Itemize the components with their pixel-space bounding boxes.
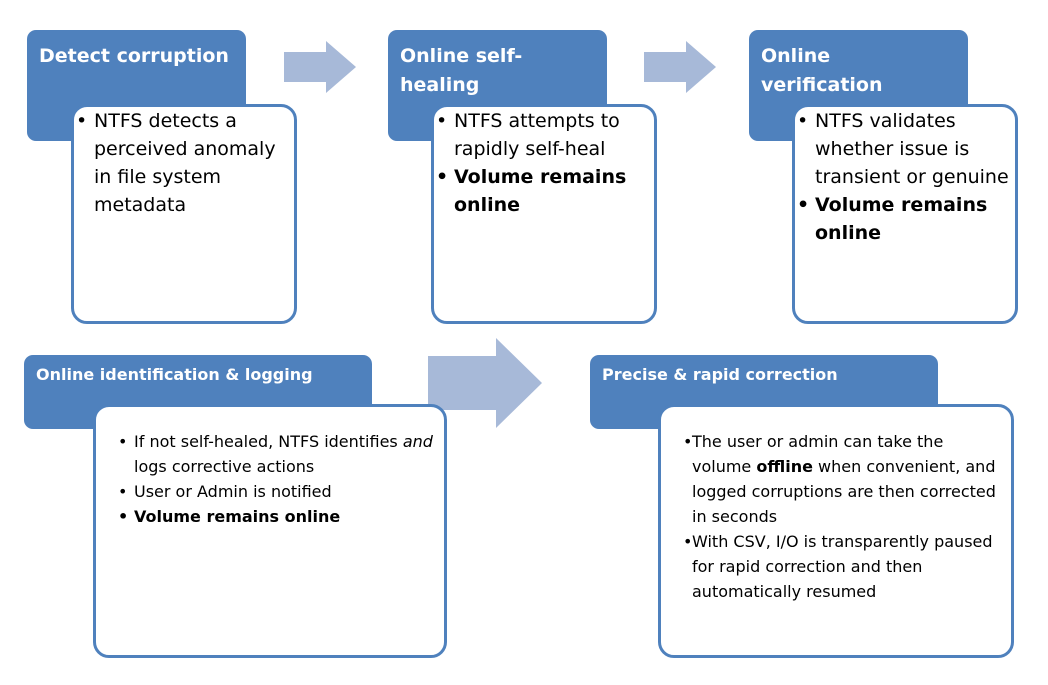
bullet-item-volume-online: Volume remains online xyxy=(118,504,436,529)
step-content-precise-rapid-correction: The user or admin can take the volume of… xyxy=(658,404,1014,658)
strong-text: offline xyxy=(756,457,813,476)
bullet-item: The user or admin can take the volume of… xyxy=(683,429,1003,529)
bullet-list: NTFS validates whether issue is transien… xyxy=(795,107,1015,247)
bullet-item: With CSV, I/O is transparently paused fo… xyxy=(683,529,1003,604)
right-arrow-icon xyxy=(284,41,356,93)
bullet-item: NTFS detects a perceived anomaly in file… xyxy=(74,107,294,219)
step-title: Detect corruption xyxy=(39,45,229,67)
bullet-list: NTFS attempts to rapidly self-heal Volum… xyxy=(434,107,654,219)
bullet-list: The user or admin can take the volume of… xyxy=(661,407,1011,604)
bullet-item: If not self-healed, NTFS identifies and … xyxy=(118,429,436,479)
bullet-item: NTFS validates whether issue is transien… xyxy=(795,107,1015,191)
bullet-item-volume-online: Volume remains online xyxy=(434,163,654,219)
right-arrow-icon xyxy=(428,338,542,428)
bullet-list: If not self-healed, NTFS identifies and … xyxy=(96,407,444,529)
step-title: Online self-healing xyxy=(400,45,523,96)
step-title: Precise & rapid correction xyxy=(602,365,838,384)
step-content-online-verification: NTFS validates whether issue is transien… xyxy=(792,104,1018,324)
step-content-online-identification-logging: If not self-healed, NTFS identifies and … xyxy=(93,404,447,658)
emphasis-text: and xyxy=(402,432,433,451)
bullet-item: NTFS attempts to rapidly self-heal xyxy=(434,107,654,163)
bullet-list: NTFS detects a perceived anomaly in file… xyxy=(74,107,294,219)
step-content-detect-corruption: NTFS detects a perceived anomaly in file… xyxy=(71,104,297,324)
step-title: Online identification & logging xyxy=(36,365,313,384)
step-title: Online verification xyxy=(761,45,883,96)
right-arrow-icon xyxy=(644,41,716,93)
bullet-item: User or Admin is notified xyxy=(118,479,436,504)
step-content-online-self-healing: NTFS attempts to rapidly self-heal Volum… xyxy=(431,104,657,324)
bullet-item-volume-online: Volume remains online xyxy=(795,191,1015,247)
